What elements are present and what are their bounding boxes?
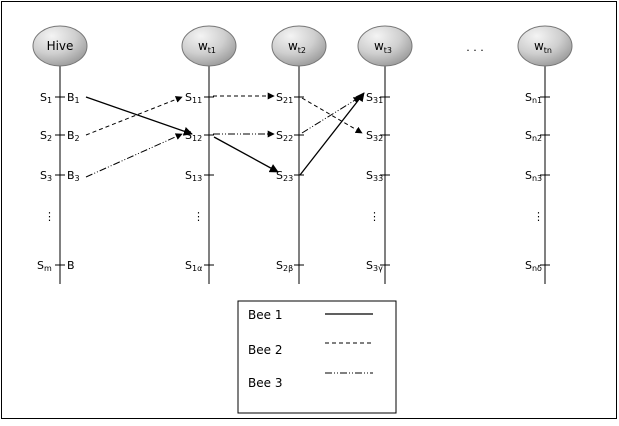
legend-label-bee3: Bee 3	[248, 376, 282, 390]
bee1-edge-b1-s12	[85, 96, 193, 136]
wtn-state-sn3: Sn3	[525, 169, 542, 183]
wt1-vdots: ⋮	[193, 210, 204, 223]
bee1-edge-s23-s31	[299, 92, 365, 176]
wt1-state-s1a: S1α	[185, 259, 202, 273]
wt3-node-label: wt3	[374, 39, 392, 55]
wt2-state-s2b: S2β	[276, 259, 293, 273]
bee3-edge-s22-s31	[301, 96, 361, 134]
bee-label-b2: B2	[67, 129, 80, 143]
axis-ticks	[55, 96, 550, 266]
wt1-node-label: wt1	[198, 39, 216, 55]
bee-label-b3: B3	[67, 169, 80, 183]
wt3-state-s33: S33	[366, 169, 383, 183]
wt3-state-s31: S31	[366, 91, 383, 105]
wtn-node	[517, 25, 573, 67]
hive-node	[32, 25, 88, 67]
wt2-node	[271, 25, 327, 67]
wtn-state-sn2: Sn2	[525, 129, 542, 143]
legend-label-bee2: Bee 2	[248, 343, 282, 357]
wtn-vdots: ⋮	[533, 210, 544, 223]
hive-node-label: Hive	[47, 39, 74, 53]
hive-state-s2: S2	[40, 129, 52, 143]
wt3-vdots: ⋮	[369, 210, 380, 223]
bee3-edge-b3-s12	[85, 133, 183, 178]
legend-box	[237, 300, 397, 414]
hive-state-sm: Sm	[37, 259, 52, 273]
column-ellipsis: · · ·	[466, 44, 483, 57]
bee1-edge-s12-s23	[213, 136, 279, 173]
wt2-node-label: wt2	[288, 39, 306, 55]
wt2-state-s22: S22	[276, 129, 293, 143]
bee2-edge-b2-s11	[85, 96, 183, 136]
bee-label-b1: B1	[67, 91, 80, 105]
wtn-state-snd: Snδ	[525, 259, 542, 273]
bee-label-b: B	[67, 259, 75, 272]
hive-state-s3: S3	[40, 169, 52, 183]
wt3-state-s3g: S3γ	[366, 259, 383, 273]
hive-state-s1: S1	[40, 91, 52, 105]
wt2-state-s23: S23	[276, 169, 293, 183]
wtn-state-sn1: Sn1	[525, 91, 542, 105]
bee2-edge-s21-s32	[301, 97, 363, 134]
wtn-node-label: wtn	[534, 39, 552, 55]
wt3-node	[357, 25, 413, 67]
wt3-state-s32: S32	[366, 129, 383, 143]
wt1-state-s13: S13	[185, 169, 202, 183]
wt1-state-s11: S11	[185, 91, 202, 105]
legend-label-bee1: Bee 1	[248, 308, 282, 322]
hive-vdots: ⋮	[44, 210, 55, 223]
wt1-node	[181, 25, 237, 67]
wt2-state-s21: S21	[276, 91, 293, 105]
